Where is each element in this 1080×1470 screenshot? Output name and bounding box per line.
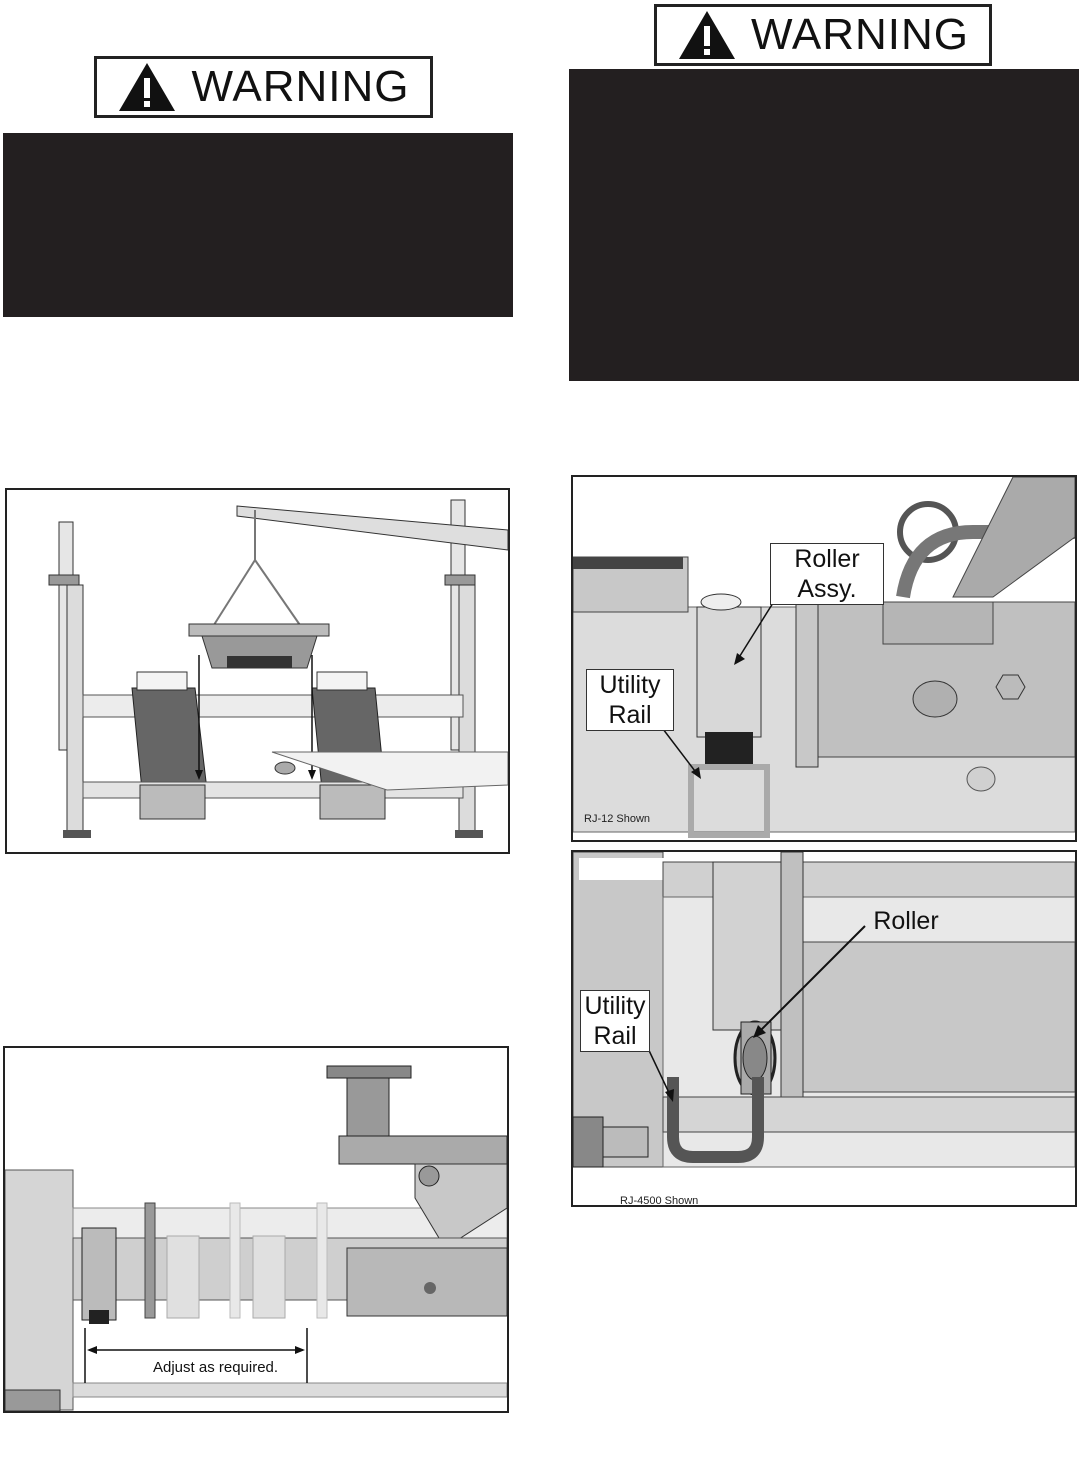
lift-jack-drawing (48, 499, 508, 838)
figure-roller: Roller Utility Rail RJ-4500 Shown (571, 850, 1077, 1207)
figure-caption: RJ-4500 Shown (620, 1195, 699, 1207)
figure-lift-jack (5, 488, 510, 854)
callout-roller-assy-line1: Roller (794, 545, 860, 573)
callout-utility-rail-line1: Utility (584, 992, 646, 1020)
warning-label-text: WARNING (750, 10, 970, 59)
callout-utility-rail: Utility Rail (580, 990, 650, 1052)
figure-adjust: Adjust as required. (3, 1046, 509, 1413)
warning-label-text: WARNING (191, 62, 410, 111)
dimension-label: Adjust as required. (153, 1359, 279, 1376)
warning-label-left: WARNING (94, 56, 433, 118)
callout-utility-rail: Utility Rail (586, 669, 674, 731)
callout-utility-rail-line2: Rail (608, 701, 652, 729)
callout-utility-rail-line2: Rail (593, 1022, 637, 1050)
warning-triangle-icon (678, 11, 735, 59)
warning-panel-right (569, 69, 1079, 381)
roller-assy-drawing (573, 477, 1075, 840)
warning-triangle-icon (119, 63, 176, 111)
figure-caption: RJ-12 Shown (584, 813, 651, 825)
callout-roller-assy-line2: Assy. (797, 575, 857, 603)
roller-drawing (573, 852, 1075, 1205)
warning-panel-left (3, 133, 513, 317)
adjust-drawing (5, 1048, 507, 1411)
callout-utility-rail-line1: Utility (599, 671, 661, 699)
callout-roller-assy: Roller Assy. (770, 543, 884, 605)
callout-roller: Roller (873, 907, 939, 935)
figure-roller-assy: Roller Assy. Utility Rail RJ-12 Shown (571, 475, 1077, 842)
warning-label-right: WARNING (654, 4, 992, 66)
